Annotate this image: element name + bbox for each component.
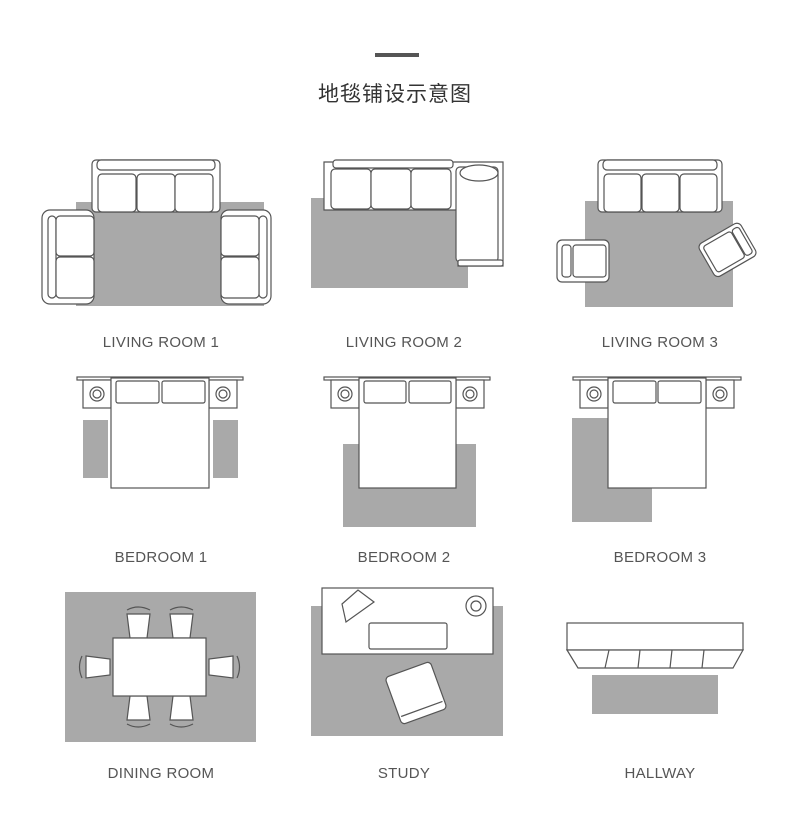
bedroom-1-rug-right [213, 420, 238, 478]
hallway-label: HALLWAY [624, 765, 696, 782]
bedroom-1-label: BEDROOM 1 [114, 549, 208, 566]
bed-icon [323, 376, 491, 489]
page-title: 地毯铺设示意图 [318, 82, 472, 106]
armchair-right-icon [220, 209, 272, 305]
bed-icon [76, 376, 244, 489]
bedroom-1-rug-left [83, 420, 108, 478]
dining-room-label: DINING ROOM [107, 765, 215, 782]
bed-icon [572, 376, 742, 489]
armchair-left-icon [41, 209, 95, 305]
sectional-sofa-icon [323, 159, 504, 267]
header-accent-bar [375, 53, 419, 57]
sofa-icon [91, 159, 221, 213]
study-label: STUDY [377, 765, 431, 782]
living-room-2-label: LIVING ROOM 2 [345, 334, 463, 351]
living-room-2-rug [311, 198, 468, 288]
chair-icon [385, 661, 447, 725]
armchair-icon [556, 239, 610, 283]
cabinet-icon [565, 622, 745, 669]
armchair-icon [698, 222, 757, 278]
bedroom-2-label: BEDROOM 2 [357, 549, 451, 566]
hallway-rug [592, 675, 718, 714]
sofa-icon [597, 159, 723, 213]
dining-table-icon [78, 606, 241, 728]
living-room-1-label: LIVING ROOM 1 [102, 334, 220, 351]
living-room-3-label: LIVING ROOM 3 [601, 334, 719, 351]
desk-icon [321, 587, 494, 655]
bedroom-3-label: BEDROOM 3 [613, 549, 707, 566]
